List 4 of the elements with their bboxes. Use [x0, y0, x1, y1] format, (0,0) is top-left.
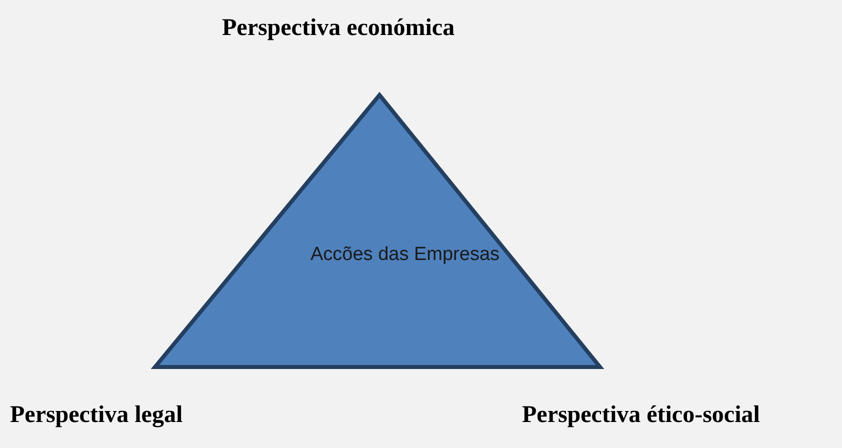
perspective-label: Perspectiva económica [222, 15, 455, 42]
shape-text: Accões das Empresas [310, 243, 500, 267]
perspective-label: Perspectiva ético-social [522, 402, 760, 429]
perspective-label: Perspectiva legal [10, 402, 183, 429]
